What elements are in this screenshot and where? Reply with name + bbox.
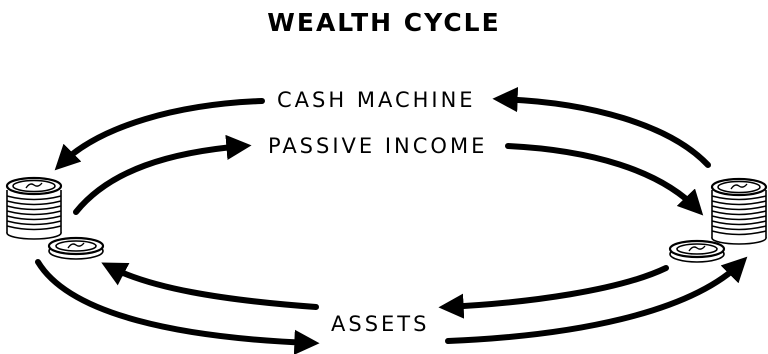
arrow-cash-to-left	[54, 98, 265, 171]
label-cash-machine: CASH MACHINE	[277, 88, 476, 112]
right-coin-stack-icon	[668, 177, 768, 263]
arrow-left-to-passive	[73, 134, 252, 215]
label-assets: ASSETS	[331, 312, 430, 336]
diagram-title: WEALTH CYCLE	[267, 8, 501, 37]
arrow-left-to-assets	[35, 259, 320, 354]
arrow-assets-to-right	[445, 256, 748, 344]
left-coin-stack-icon	[5, 176, 105, 260]
arrow-right-to-cash	[492, 86, 711, 168]
label-passive-income: PASSIVE INCOME	[268, 134, 488, 158]
arrow-right-to-assets	[438, 265, 669, 319]
arrow-passive-to-right	[505, 143, 704, 216]
arrow-assets-to-left	[101, 262, 319, 310]
